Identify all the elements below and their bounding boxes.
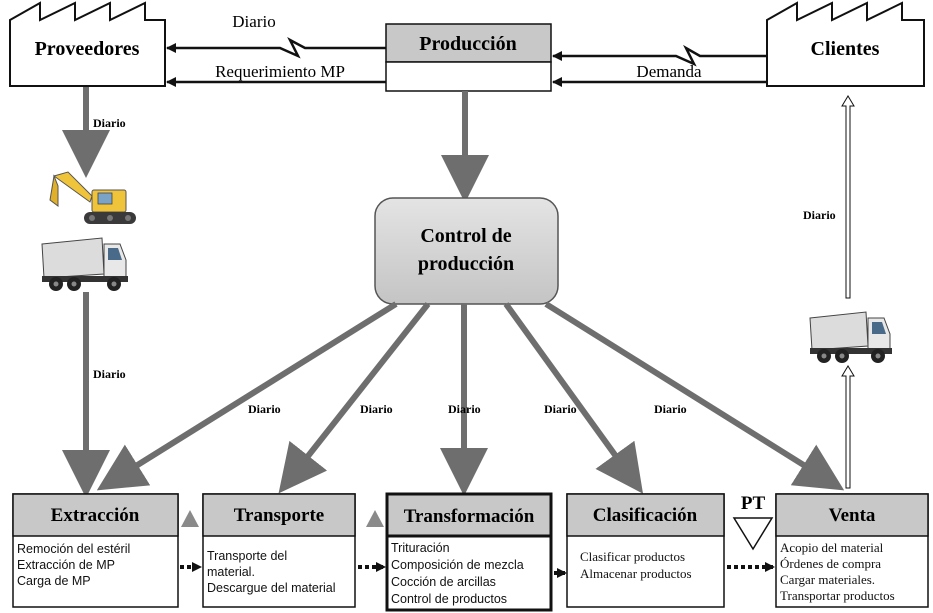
factory-roof-icon xyxy=(766,1,925,87)
dump-truck-icon xyxy=(809,311,892,363)
process-title: Clasificación xyxy=(593,505,698,526)
svg-text:Demanda: Demanda xyxy=(636,62,702,81)
process-clasificacion: Clasificación xyxy=(566,493,725,608)
supplier-material-flow: Diario Diario xyxy=(62,87,126,498)
branch-label: Diario xyxy=(360,402,393,416)
list-item: Cargar materiales. xyxy=(780,572,876,587)
info-flow-demanda: Demanda xyxy=(552,62,767,87)
process-title: Venta xyxy=(829,505,876,526)
inventory-triangle-icon xyxy=(366,510,384,527)
production-control-node: Control de producción xyxy=(374,197,559,305)
branch-label: Diario xyxy=(654,402,687,416)
info-flow-diario-top: Diario xyxy=(166,12,386,59)
info-flow-clientes-diario xyxy=(552,44,767,67)
list-item: Descargue del material xyxy=(207,581,336,595)
control-label-line1: Control de xyxy=(420,225,511,247)
branch-label: Diario xyxy=(248,402,281,416)
supplier-node: Proveedores xyxy=(9,1,166,87)
list-item: Transporte del xyxy=(207,549,288,563)
list-item: Extracción de MP xyxy=(17,558,115,572)
factory-roof-icon xyxy=(9,1,166,87)
customer-delivery-flow: Diario xyxy=(803,95,855,489)
svg-text:Diario: Diario xyxy=(803,208,836,222)
list-item: Control de productos xyxy=(391,592,508,606)
process-items-transporte: Transporte del material. Descargue del m… xyxy=(207,548,352,596)
process-items-venta: Acopio del material Órdenes de compra Ca… xyxy=(780,540,924,604)
control-branch-arrows: Diario Diario Diario Diario Diario xyxy=(96,301,845,496)
list-item: material. xyxy=(207,565,255,579)
list-item: Almacenar productos xyxy=(580,566,692,581)
customer-label: Clientes xyxy=(811,38,880,60)
process-transporte: Transporte xyxy=(202,493,356,608)
branch-label: Diario xyxy=(544,402,577,416)
production-label: Producción xyxy=(419,33,516,55)
customer-node: Clientes xyxy=(766,1,925,87)
process-extraccion: Extracción xyxy=(12,493,179,608)
process-transformacion: Transformación xyxy=(385,492,553,612)
svg-text:Diario: Diario xyxy=(93,367,126,381)
list-item: Órdenes de compra xyxy=(780,556,882,571)
list-item: Composición de mezcla xyxy=(391,558,524,572)
svg-text:Diario: Diario xyxy=(93,116,126,130)
svg-text:PT: PT xyxy=(741,493,766,514)
finished-goods-inventory: PT xyxy=(732,493,774,551)
branch-label: Diario xyxy=(448,402,481,416)
process-title: Extracción xyxy=(51,505,140,526)
svg-text:Requerimiento MP: Requerimiento MP xyxy=(215,62,345,81)
process-title: Transformación xyxy=(404,506,535,527)
inventory-triangle-icon xyxy=(732,517,774,551)
control-label-line2: producción xyxy=(418,253,514,275)
list-item: Carga de MP xyxy=(17,574,91,588)
list-item: Trituración xyxy=(391,541,450,555)
inventory-triangle-icon xyxy=(181,510,199,527)
svg-text:Diario: Diario xyxy=(232,12,275,31)
process-items-extraccion: Remoción del estéril Extracción de MP Ca… xyxy=(17,541,173,589)
list-item: Cocción de arcillas xyxy=(391,575,496,589)
dump-truck-icon xyxy=(41,237,128,291)
info-flow-requerimiento: Requerimiento MP xyxy=(166,62,386,87)
list-item: Clasificar productos xyxy=(580,549,686,564)
supplier-label: Proveedores xyxy=(35,38,140,60)
push-arrows xyxy=(180,562,775,578)
excavator-icon xyxy=(49,171,136,224)
process-items-transformacion: Trituración Composición de mezcla Cocció… xyxy=(391,540,549,608)
list-item: Acopio del material xyxy=(780,540,884,555)
process-venta: Venta xyxy=(775,493,929,608)
list-item: Remoción del estéril xyxy=(17,542,131,556)
process-title: Transporte xyxy=(234,505,324,526)
production-node: Producción xyxy=(385,23,552,92)
list-item: Transportar productos xyxy=(780,588,895,603)
process-items-clasificacion: Clasificar productos Almacenar productos xyxy=(580,548,720,582)
